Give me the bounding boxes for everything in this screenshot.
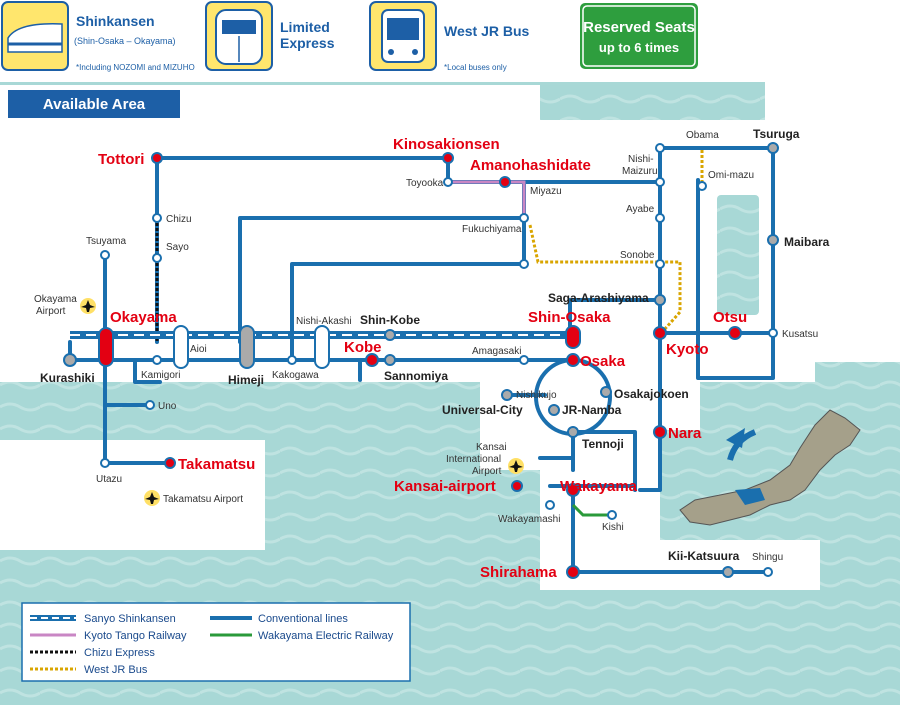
station-label-okayama: Okayama xyxy=(110,309,177,326)
station-label-uno: Uno xyxy=(158,401,177,412)
lake-biwa xyxy=(717,195,759,315)
legend-sanyo: Sanyo Shinkansen xyxy=(84,613,176,625)
station-label-jr-namba: JR-Namba xyxy=(562,403,622,417)
limited-line1: Limited xyxy=(280,19,330,35)
station-label-osakajokoen: Osakajokoen xyxy=(614,387,689,401)
station-label-otsu: Otsu xyxy=(713,309,747,326)
station-label-kurashiki: Kurashiki xyxy=(40,371,95,385)
bus-note: *Local buses only xyxy=(444,63,507,72)
station-label-maibara: Maibara xyxy=(784,235,830,249)
bus-title: West JR Bus xyxy=(444,23,530,39)
limited-express-badge: Limited Express xyxy=(205,1,335,71)
station-label-nara: Nara xyxy=(668,425,702,442)
station-label-shin-osaka: Shin-Osaka xyxy=(528,309,611,326)
kyoto-tango-line xyxy=(448,180,526,218)
airport-label-okayama-1: Okayama xyxy=(34,294,77,305)
legend-bus: West JR Bus xyxy=(84,664,148,676)
reserved-seats-badge: Reserved Seats up to 6 times xyxy=(578,1,700,71)
legend-wakayama-electric: Wakayama Electric Railway xyxy=(258,630,394,642)
shinkansen-note: *Including NOZOMI and MIZUHO xyxy=(76,63,195,72)
station-label-nishikujo: Nishikujo xyxy=(516,390,557,401)
station-label-fukuchiyama: Fukuchiyama xyxy=(462,224,522,235)
station-label-kyoto: Kyoto xyxy=(666,341,709,358)
station-label-amagasaki: Amagasaki xyxy=(472,346,521,357)
airport-label-kansai-1: Kansai xyxy=(476,442,507,453)
shinkansen-title: Shinkansen xyxy=(76,13,155,29)
station-dots xyxy=(63,142,779,578)
airport-label-okayama-2: Airport xyxy=(36,306,66,317)
station-label-shingu: Shingu xyxy=(752,552,783,563)
station-label-obama: Obama xyxy=(686,130,719,141)
station-label-kamigori: Kamigori xyxy=(141,370,180,381)
station-label-osaka: Osaka xyxy=(580,353,626,370)
station-label-aioi: Aioi xyxy=(190,344,207,355)
station-label-amanohashidate: Amanohashidate xyxy=(470,157,591,174)
bus-badge: West JR Bus *Local buses only xyxy=(369,1,530,72)
minor-station-dots xyxy=(100,143,778,577)
station-label-kinosakionsen: Kinosakionsen xyxy=(393,136,500,153)
station-label-kii-katsuura: Kii-Katsuura xyxy=(668,549,740,563)
legend-conventional: Conventional lines xyxy=(258,613,348,625)
station-label-nishi-akashi: Nishi-Akashi xyxy=(296,316,352,327)
legend-chizu: Chizu Express xyxy=(84,647,155,659)
header: Shinkansen (Shin-Osaka – Okayama) *Inclu… xyxy=(0,0,900,82)
available-area-title: Available Area xyxy=(43,96,146,113)
available-area-banner xyxy=(8,90,180,118)
station-label-wakayama: Wakayama xyxy=(560,478,638,495)
wakayama-electric-line xyxy=(571,503,612,517)
station-label-shirahama: Shirahama xyxy=(480,564,557,581)
major-station-dots xyxy=(151,152,742,579)
shinkansen-badge: Shinkansen (Shin-Osaka – Okayama) *Inclu… xyxy=(1,1,195,72)
station-label-utazu: Utazu xyxy=(96,474,122,485)
station-label-kansai-airport: Kansai-airport xyxy=(394,478,496,495)
airport-label-takamatsu: Takamatsu Airport xyxy=(163,494,243,505)
station-label-shin-kobe: Shin-Kobe xyxy=(360,313,420,327)
station-label-kishi: Kishi xyxy=(602,522,624,533)
station-label-omi-mazu: Omi-mazu xyxy=(708,170,754,181)
station-label-kobe: Kobe xyxy=(344,339,382,356)
station-label-wakayamashi: Wakayamashi xyxy=(498,514,560,525)
station-label-toyooka: Toyooka xyxy=(406,178,444,189)
station-label-universal-city: Universal-City xyxy=(442,403,523,417)
west-jr-bus-lines xyxy=(528,150,704,331)
reserved-line1: Reserved Seats xyxy=(583,19,695,36)
station-label-miyazu: Miyazu xyxy=(530,186,562,197)
reserved-line2: up to 6 times xyxy=(599,40,679,55)
station-label-kakogawa: Kakogawa xyxy=(272,370,319,381)
station-label-tsuyama: Tsuyama xyxy=(86,236,126,247)
station-label-takamatsu: Takamatsu xyxy=(178,456,255,473)
station-label-tottori: Tottori xyxy=(98,151,144,168)
kansai-airport-icon xyxy=(508,458,524,474)
limited-line2: Express xyxy=(280,35,335,51)
station-label-himeji: Himeji xyxy=(228,373,264,387)
station-label-chizu: Chizu xyxy=(166,214,192,225)
station-label-saga-arashiyama: Saga-Arashiyama xyxy=(548,291,649,305)
airport-label-kansai-2: International xyxy=(446,454,501,465)
station-label-ayabe: Ayabe xyxy=(626,204,655,215)
japan-inset-map xyxy=(679,409,861,526)
station-label-tsuruga: Tsuruga xyxy=(753,127,800,141)
shinkansen-station-pills xyxy=(98,325,581,369)
station-label-nishi-maizuru-1: Nishi- xyxy=(628,154,654,165)
station-label-kusatsu: Kusatsu xyxy=(782,329,818,340)
station-label-sonobe: Sonobe xyxy=(620,250,655,261)
okayama-airport-icon xyxy=(80,298,96,314)
legend: Sanyo Shinkansen Conventional lines Kyot… xyxy=(21,602,411,682)
station-label-nishi-maizuru-2: Maizuru xyxy=(622,166,658,177)
legend-tango: Kyoto Tango Railway xyxy=(84,630,187,642)
takamatsu-airport-icon xyxy=(144,490,160,506)
shinkansen-sub: (Shin-Osaka – Okayama) xyxy=(74,36,176,46)
airport-label-kansai-3: Airport xyxy=(472,466,502,477)
station-label-sayo: Sayo xyxy=(166,242,189,253)
station-label-sannomiya: Sannomiya xyxy=(384,369,448,383)
station-label-tennoji: Tennoji xyxy=(582,437,624,451)
